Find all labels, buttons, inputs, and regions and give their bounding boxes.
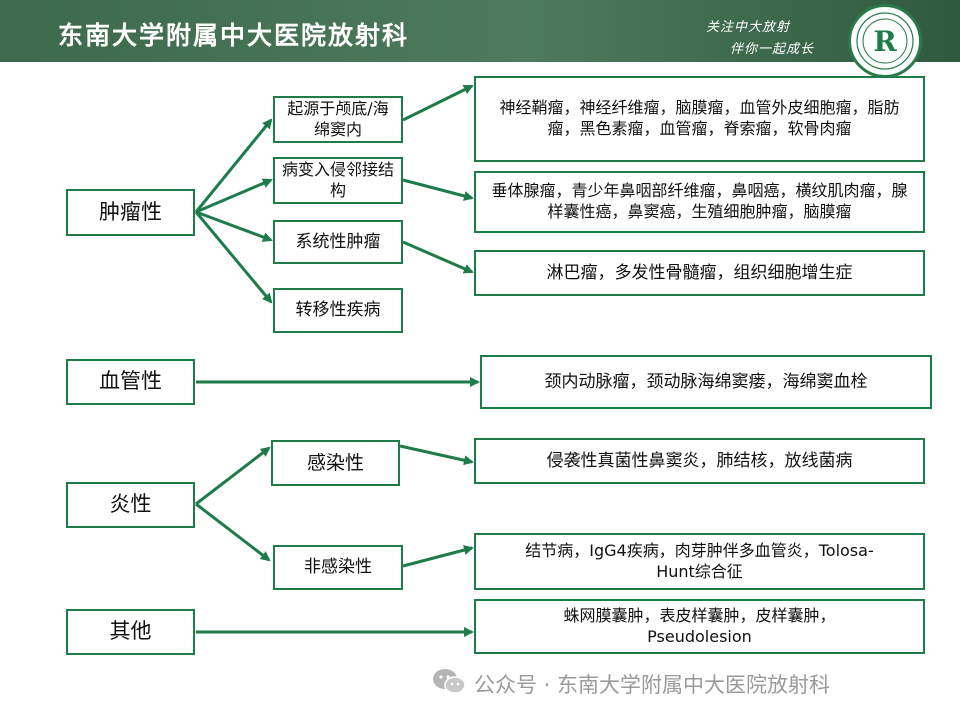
arrow-neoplastic-to-invasion [195,178,273,214]
arrow-inflammatory-to-noninfectious [195,502,271,562]
result-infectious: 侵袭性真菌性鼻窦炎，肺结核，放线菌病 [474,438,925,484]
subcategory-noninfectious: 非感染性 [273,545,403,590]
category-inflammatory: 炎性 [66,482,195,528]
subcategory-infectious: 感染性 [271,440,400,486]
result-skull-base: 神经鞘瘤，神经纤维瘤，脑膜瘤，血管外皮细胞瘤，脂肪瘤，黑色素瘤，血管瘤，脊索瘤，… [474,76,925,162]
header-title: 东南大学附属中大医院放射科 [58,21,410,50]
arrow-invasion-to-result [402,178,474,201]
hospital-logo-icon: R [848,4,922,78]
category-other: 其他 [66,609,195,655]
header-bar: 东南大学附属中大医院放射科 关注中大放射 伴你一起成长 [0,0,960,62]
arrow-neoplastic-to-systemic [195,210,273,242]
arrow-infectious-to-result [399,444,474,466]
footer-watermark: 公众号 · 东南大学附属中大医院放射科 [432,668,830,699]
subcategory-invasion: 病变入侵邻接结构 [273,157,403,204]
slogan-line-2: 伴你一起成长 [730,42,815,57]
result-vascular: 颈内动脉瘤，颈动脉海绵窦瘘，海绵窦血栓 [480,355,932,409]
arrow-systemic-to-result [402,240,474,274]
slogan-line-1: 关注中大放射 [706,20,791,35]
result-systemic: 淋巴瘤，多发性骨髓瘤，组织细胞增生症 [474,250,925,296]
arrow-noninfectious-to-result [402,545,474,568]
arrow-neoplastic-to-skull-base [194,118,273,213]
arrow-skull-base-to-result [402,84,474,122]
subcategory-metastatic: 转移性疾病 [273,288,403,333]
arrow-neoplastic-to-metastatic [194,211,273,304]
result-noninfectious: 结节病，IgG4疾病，肉芽肿伴多血管炎，Tolosa-Hunt综合征 [474,533,925,590]
subcategory-systemic: 系统性肿瘤 [273,220,403,264]
footer-text: 公众号 · 东南大学附属中大医院放射科 [474,672,831,697]
result-invasion: 垂体腺瘤，青少年鼻咽部纤维瘤，鼻咽癌，横纹肌肉瘤，腺样囊性癌，鼻窦癌，生殖细胞肿… [474,171,925,233]
category-neoplastic: 肿瘤性 [66,189,195,236]
subcategory-skull-base: 起源于颅底/海绵窦内 [273,96,403,143]
wechat-icon [432,668,466,699]
arrow-inflammatory-to-infectious [195,446,271,506]
result-other: 蛛网膜囊肿，表皮样囊肿，皮样囊肿，Pseudolesion [474,599,925,654]
svg-text:R: R [873,25,897,58]
category-vascular: 血管性 [66,359,195,405]
